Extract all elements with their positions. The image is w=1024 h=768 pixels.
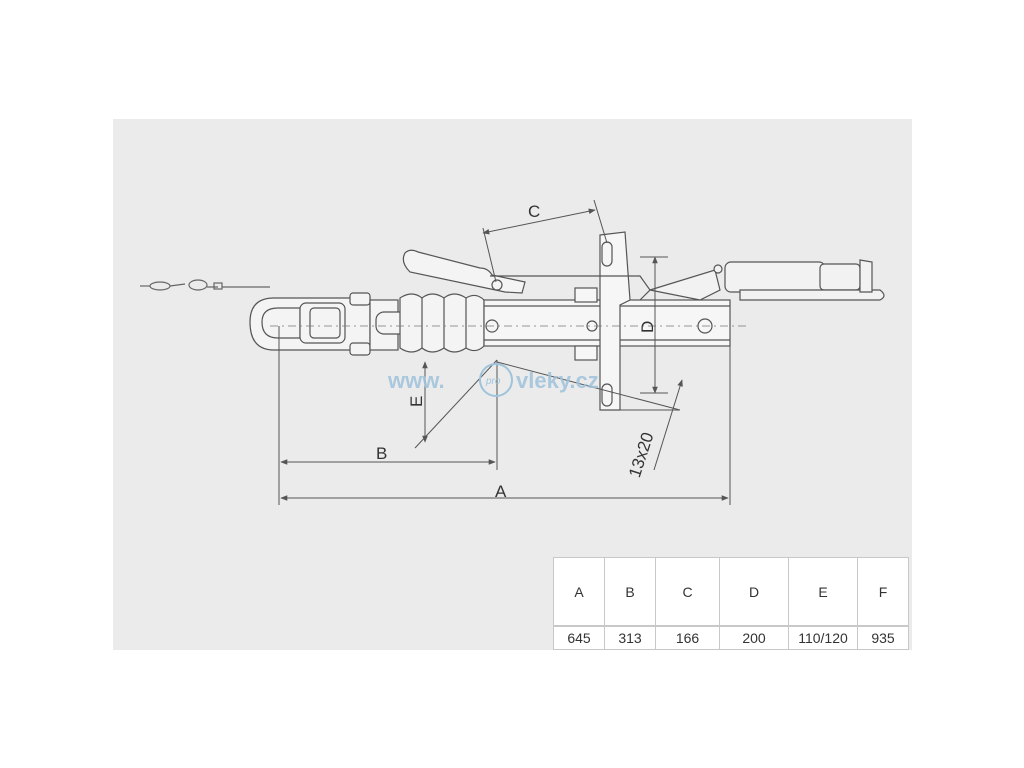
table-value-cell: 935: [857, 625, 909, 650]
dimension-lines: [278, 199, 731, 505]
shock-absorber: [649, 259, 885, 301]
hand-brake-lever: [402, 249, 651, 301]
table-value-cell: 200: [719, 625, 789, 650]
table-value-cell: 645: [553, 625, 605, 650]
dimension-label-b: B: [376, 444, 387, 463]
safety-cable: [140, 279, 270, 291]
dimension-label-d: D: [638, 321, 657, 333]
table-header-cell: D: [719, 557, 789, 627]
dimensions-table: A B C D E F 645 313 166 200 110/120 935: [553, 557, 909, 650]
table-value-cell: 166: [655, 625, 720, 650]
table-header-cell: B: [604, 557, 656, 627]
table-value-cell: 313: [604, 625, 656, 650]
dimension-label-slot: 13x20: [625, 430, 657, 480]
dimension-label-e: E: [407, 396, 426, 407]
table-header-cell: E: [788, 557, 858, 627]
watermark-circle-icon: [479, 363, 513, 397]
watermark-left: www.: [387, 368, 445, 393]
watermark-right: vleky.cz: [516, 368, 599, 393]
table-header-cell: F: [857, 557, 909, 627]
coupling-head: [249, 292, 419, 356]
table-value-cell: 110/120: [788, 625, 858, 650]
table-header-cell: A: [553, 557, 605, 627]
site-watermark: www. pro vleky.cz: [387, 363, 599, 397]
table-header-row: A B C D E F: [553, 557, 909, 627]
table-row: 645 313 166 200 110/120 935: [553, 625, 909, 650]
dimension-label-c: C: [528, 202, 540, 221]
table-header-cell: C: [655, 557, 720, 627]
bellows: [399, 293, 485, 353]
watermark-center: pro: [485, 376, 501, 387]
dimension-label-a: A: [495, 482, 507, 501]
